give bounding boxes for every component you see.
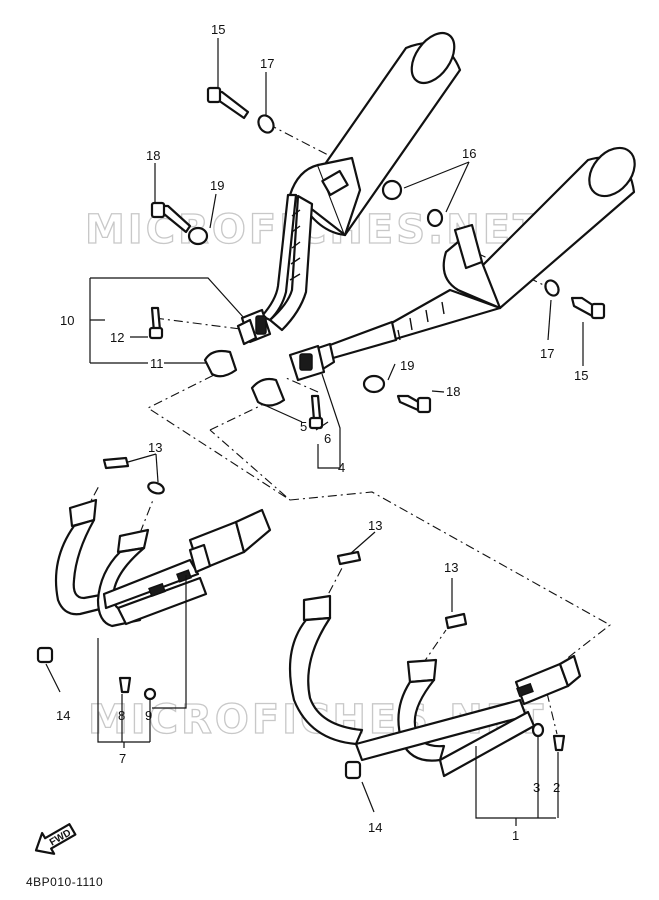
fwd-arrow-icon: FWD — [34, 823, 77, 855]
right-exhaust-pipes — [288, 550, 582, 780]
hardware — [148, 86, 606, 430]
callout-18-lower: 18 — [446, 384, 460, 399]
leader-lines — [45, 38, 584, 826]
callout-9: 9 — [145, 708, 152, 723]
callout-15-lower: 15 — [574, 368, 588, 383]
callout-8: 8 — [118, 708, 125, 723]
drawing-code: 4BP010-1110 — [26, 875, 103, 889]
callout-19-upper: 19 — [210, 178, 224, 193]
left-exhaust-pipes — [36, 456, 272, 701]
upper-muffler — [236, 31, 462, 346]
callout-13-left: 13 — [148, 440, 162, 455]
callout-11: 11 — [150, 356, 164, 371]
callout-12: 12 — [110, 330, 124, 345]
callout-10: 10 — [60, 313, 74, 328]
callout-17-lower: 17 — [540, 346, 554, 361]
callout-7: 7 — [119, 751, 126, 766]
callout-4: 4 — [338, 460, 345, 475]
fwd-label: FWD — [48, 828, 73, 849]
callout-labels: 15 17 18 19 16 10 12 11 17 15 19 18 5 6 … — [56, 22, 588, 843]
callout-18-upper: 18 — [146, 148, 160, 163]
callout-16: 16 — [462, 146, 476, 161]
callout-6: 6 — [324, 431, 331, 446]
callout-1: 1 — [512, 828, 519, 843]
callout-15-upper: 15 — [211, 22, 225, 37]
callout-5: 5 — [300, 419, 307, 434]
callout-3: 3 — [533, 780, 540, 795]
callout-2: 2 — [553, 780, 560, 795]
callout-17-upper: 17 — [260, 56, 274, 71]
callout-19-lower: 19 — [400, 358, 414, 373]
callout-14-right: 14 — [368, 820, 382, 835]
lower-muffler — [288, 146, 636, 382]
callout-13-right: 13 — [444, 560, 458, 575]
callout-14-left: 14 — [56, 708, 70, 723]
callout-13-mid: 13 — [368, 518, 382, 533]
